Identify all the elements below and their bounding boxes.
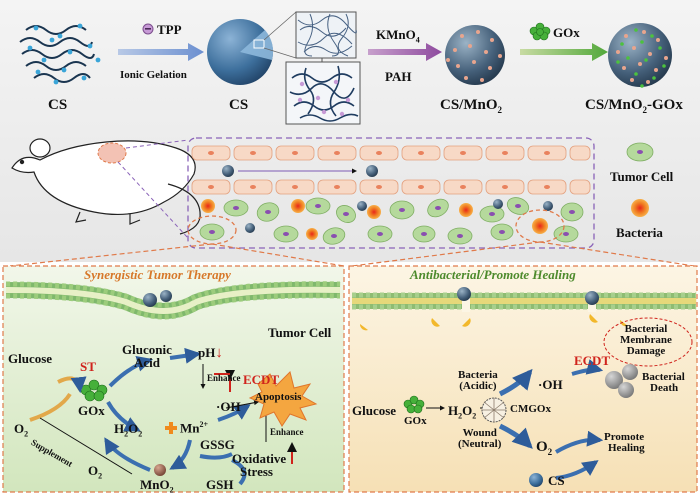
enhance-right-label: Enhance xyxy=(270,427,304,437)
tumor-site-icon xyxy=(97,142,127,164)
left-gox-label: GOx xyxy=(78,403,105,418)
cs-mno2-sphere-icon xyxy=(445,25,505,85)
left-o2-label: O2 xyxy=(14,421,29,439)
cs-nanoparticle-icon xyxy=(207,11,297,85)
cs-nanoparticle-label: CS xyxy=(229,97,249,113)
right-ecdt-label: ECDT xyxy=(574,353,611,368)
right-oh-label: ·OH xyxy=(538,377,563,392)
plus-icon xyxy=(165,422,177,434)
right-glucose-label: Glucose xyxy=(352,403,397,418)
cs-particle-icon xyxy=(529,473,543,487)
bacterial-membrane xyxy=(352,287,696,331)
right-o2-label: O2 xyxy=(536,439,553,457)
cs-mno2-gox-label: CS/MnO2-GOx xyxy=(585,97,683,115)
wound-neutral-label: Wound(Neutral) xyxy=(458,427,502,450)
legend-bacteria-icon xyxy=(631,199,649,217)
mouse-icon xyxy=(11,138,201,235)
cs-label: CS xyxy=(548,473,565,488)
gssg-label: GSSG xyxy=(200,437,235,452)
left-tumor-cell-label: Tumor Cell xyxy=(268,325,332,340)
left-panel-title: Synergistic Tumor Therapy xyxy=(84,267,231,282)
gox-arrow xyxy=(520,43,608,61)
left-ecdt-label: ECDT xyxy=(243,372,280,387)
mno2-label: MnO2 xyxy=(140,477,174,495)
cmgox-particle-icon xyxy=(481,397,507,423)
gsh-label: GSH xyxy=(206,477,234,492)
mn2-label: Mn2+ xyxy=(180,420,209,436)
ph-label: pH↓ xyxy=(198,345,223,361)
gox-label: GOx xyxy=(553,25,580,40)
right-gox-icon xyxy=(403,395,425,414)
right-h2o2-label: H2O2 xyxy=(448,403,477,421)
left-o2-bottom-label: O2 xyxy=(88,463,103,481)
pah-label: PAH xyxy=(385,69,412,84)
membrane-damage-outline xyxy=(603,317,693,367)
apoptosis-label: Apoptosis xyxy=(255,391,302,403)
st-label: ST xyxy=(80,359,96,374)
legend-tumor-cell-label: Tumor Cell xyxy=(610,169,674,184)
nanoparticle-zoom-inset xyxy=(285,11,361,125)
left-oh-label: ·OH xyxy=(216,399,241,414)
right-gox-label: GOx xyxy=(404,415,427,427)
mno2-particle-icon xyxy=(154,464,166,476)
enhance-top-label: Enhance xyxy=(207,373,241,383)
left-h2o2-label: H2O2 xyxy=(114,421,143,439)
tpp-label: TPP xyxy=(157,22,182,37)
cs-mno2-label: CS/MnO2 xyxy=(440,97,503,115)
gox-enzyme-icon xyxy=(529,22,551,41)
kmno4-label: KMnO4 xyxy=(376,27,420,45)
legend-bacteria-label: Bacteria xyxy=(616,225,663,240)
bacteria-acidic-label: Bacteria(Acidic) xyxy=(458,369,498,392)
gelation-arrow xyxy=(118,43,204,61)
ionic-gelation-label: Ionic Gelation xyxy=(120,69,187,81)
glucose-label: Glucose xyxy=(8,351,53,366)
tumor-cell-membrane xyxy=(5,281,341,320)
apoptosis-burst-icon xyxy=(248,371,318,427)
kmno4-arrow xyxy=(368,43,442,61)
cs-raw-label: CS xyxy=(48,97,68,113)
right-panel-title: Antibacterial/Promote Healing xyxy=(410,267,576,282)
cs-mno2-gox-sphere-icon xyxy=(608,23,672,88)
cmgox-label: CMGOx xyxy=(510,403,551,415)
bacterial-death-icon xyxy=(605,364,638,398)
tumor-tissue-box xyxy=(187,137,595,249)
